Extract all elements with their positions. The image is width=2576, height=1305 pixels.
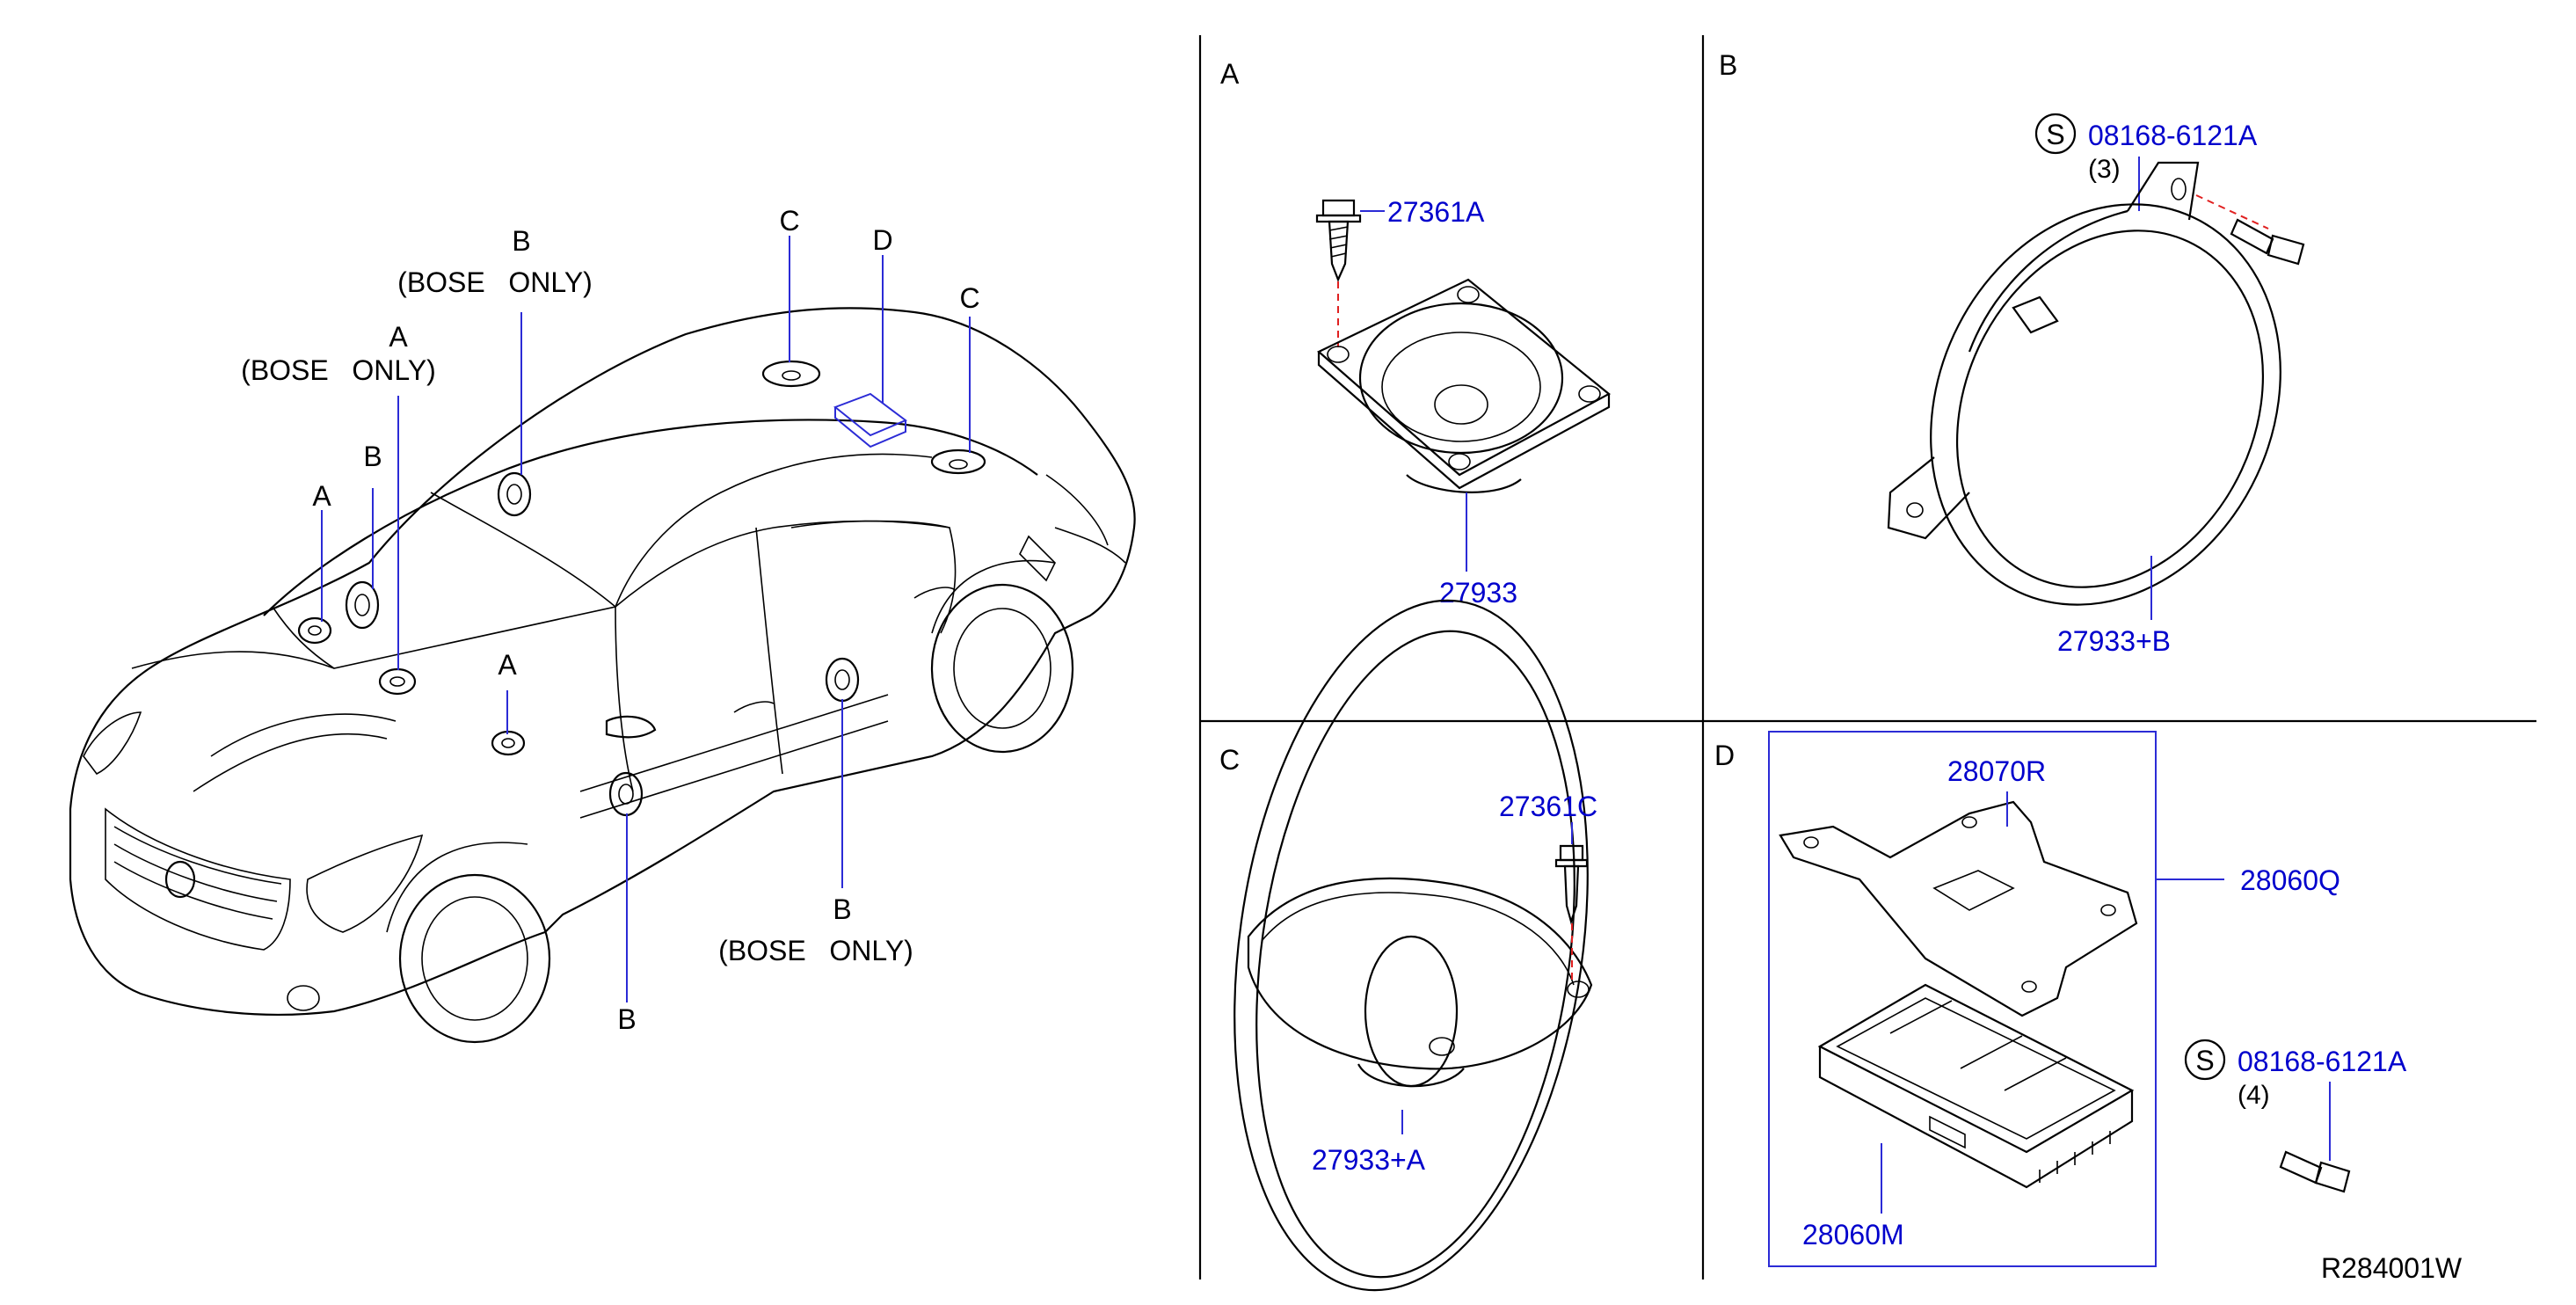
bose-only-label-a: (BOSE ONLY) bbox=[241, 354, 436, 386]
assembly-frame bbox=[1768, 731, 2157, 1267]
s-symbol-d-icon bbox=[2184, 1039, 2226, 1081]
panel-b: B S 08168-6121A (3) 27933+B bbox=[1719, 49, 2305, 657]
overview-labels: A B A (BOSE ONLY) B (BOSE ONLY) A C D C … bbox=[241, 205, 979, 1035]
callout-b-dash-left: B bbox=[363, 441, 382, 472]
callout-b-front-door: B bbox=[617, 1003, 636, 1035]
amplifier-28060m-icon bbox=[1817, 983, 2135, 1189]
callout-b-rear-door: B bbox=[833, 893, 851, 925]
screw-b-icon bbox=[2230, 218, 2305, 266]
callout-a-bose: A bbox=[389, 321, 408, 353]
qty-d: (4) bbox=[2238, 1081, 2270, 1110]
callout-a-front-left: A bbox=[312, 480, 331, 512]
part-27933: 27933 bbox=[1439, 577, 1517, 609]
speaker-b-icon bbox=[1887, 161, 2281, 606]
part-28060m: 28060M bbox=[1802, 1219, 1904, 1250]
s-symbol-b: S bbox=[2046, 119, 2064, 150]
panel-d: D 28060Q 28070R 28060M S 08168-6121A bbox=[1714, 731, 2407, 1267]
callout-c-rear-right: C bbox=[959, 282, 979, 314]
callout-b-bose-top: B bbox=[512, 225, 530, 257]
callout-a-dash-right: A bbox=[498, 649, 517, 681]
panel-a: A 27361A 27933 bbox=[1220, 58, 1611, 609]
part-27361c: 27361C bbox=[1499, 791, 1597, 822]
panel-c: C 27361C 27933+A bbox=[1219, 599, 1597, 1292]
car-illustration bbox=[69, 307, 1136, 1044]
part-27933-a: 27933+A bbox=[1312, 1144, 1426, 1176]
screw-27361c-icon bbox=[1554, 844, 1589, 925]
diagram-code: R284001W bbox=[2321, 1252, 2463, 1284]
part-08168-6121a-b: 08168-6121A bbox=[2088, 120, 2258, 151]
panel-d-letter: D bbox=[1714, 740, 1735, 771]
s-symbol-b-icon bbox=[2034, 113, 2077, 155]
bracket-28070r-icon bbox=[1779, 800, 2138, 1017]
part-27361a: 27361A bbox=[1387, 196, 1485, 228]
part-08168-6121a-d: 08168-6121A bbox=[2238, 1046, 2407, 1077]
part-28070r: 28070R bbox=[1947, 755, 2046, 787]
bose-only-label-b-door: (BOSE ONLY) bbox=[718, 935, 913, 966]
part-28060q: 28060Q bbox=[2240, 864, 2340, 896]
callout-d-amp: D bbox=[872, 224, 892, 256]
speaker-a-icon bbox=[1317, 278, 1611, 493]
panel-grid bbox=[1198, 35, 2536, 1279]
overview-leaders bbox=[321, 236, 971, 1002]
callout-c-rear-left: C bbox=[779, 205, 799, 237]
s-symbol-d: S bbox=[2195, 1045, 2214, 1076]
part-27933-b: 27933+B bbox=[2057, 625, 2171, 657]
screw-d-icon bbox=[2279, 1150, 2351, 1193]
panel-a-letter: A bbox=[1220, 58, 1240, 90]
panel-b-letter: B bbox=[1719, 49, 1737, 81]
speaker-c-icon bbox=[1233, 599, 1593, 1292]
qty-b: (3) bbox=[2088, 155, 2121, 184]
screw-27361a-icon bbox=[1315, 199, 1362, 282]
panel-c-letter: C bbox=[1219, 744, 1240, 776]
bose-only-label-b-top: (BOSE ONLY) bbox=[397, 266, 593, 298]
